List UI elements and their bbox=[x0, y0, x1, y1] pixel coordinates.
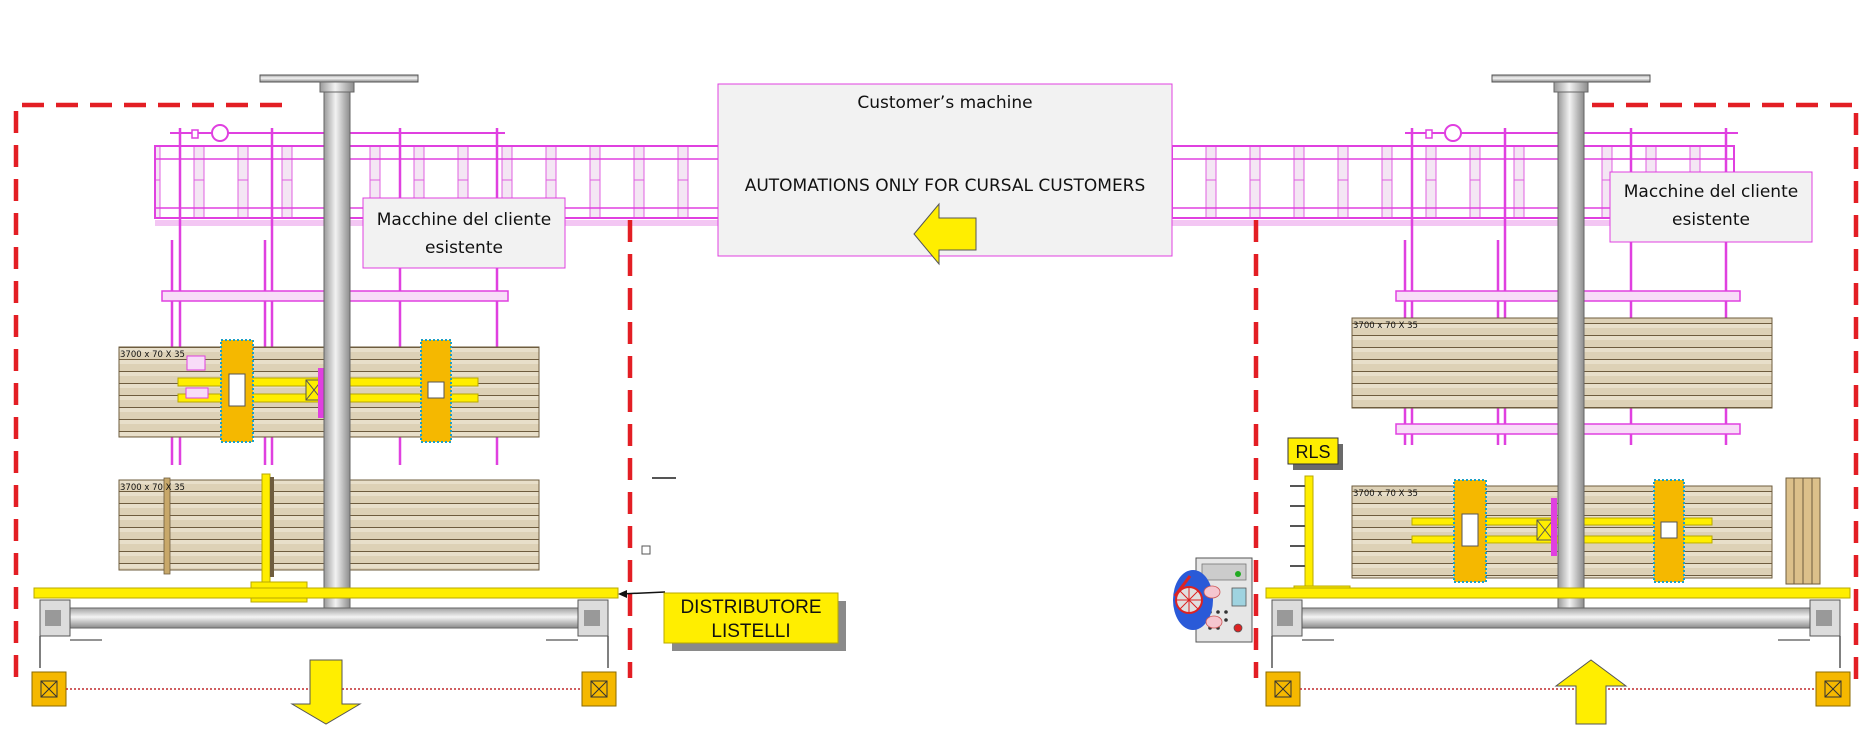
gripper-left bbox=[1453, 479, 1487, 583]
rls-label-box: RLS bbox=[1287, 437, 1343, 470]
right-yellow-rail bbox=[1265, 587, 1851, 599]
right-column bbox=[1557, 81, 1585, 609]
encoder-icon bbox=[211, 124, 229, 142]
gripper-right bbox=[420, 339, 452, 443]
left-column bbox=[323, 81, 351, 609]
left-machine bbox=[31, 74, 676, 725]
left-note-line1: Macchine del cliente bbox=[377, 210, 551, 230]
center-title: Customer’s machine bbox=[857, 93, 1032, 113]
rls-label: RLS bbox=[1295, 442, 1330, 462]
right-note-box: Macchine del cliente esistente bbox=[1609, 171, 1813, 243]
left-note-line2: esistente bbox=[425, 238, 503, 258]
distributor-line2: LISTELLI bbox=[711, 621, 790, 642]
left-safety-boundary bbox=[13, 102, 633, 688]
right-machine: RLS bbox=[1173, 74, 1851, 725]
encoder-icon bbox=[1444, 124, 1462, 142]
left-yellow-rail bbox=[33, 587, 619, 599]
customer-machine-box: Customer’s machine AUTOMATIONS ONLY FOR … bbox=[717, 83, 1173, 266]
gripper-left bbox=[220, 339, 254, 443]
distributor-callout: DISTRIBUTORE LISTELLI bbox=[618, 590, 846, 651]
left-stack1-dim: 3700 x 70 X 35 bbox=[120, 350, 185, 360]
arrow-up-icon bbox=[1554, 659, 1628, 725]
distributor-line1: DISTRIBUTORE bbox=[680, 597, 821, 618]
left-stack2-dim: 3700 x 70 X 35 bbox=[120, 483, 185, 493]
right-stack1-dim: 3700 x 70 X 35 bbox=[1353, 321, 1418, 331]
right-note-line2: esistente bbox=[1672, 210, 1750, 230]
anchor-block-icon bbox=[1815, 671, 1851, 707]
anchor-block-icon bbox=[31, 671, 67, 707]
gripper-right bbox=[1653, 479, 1685, 583]
right-safety-boundary bbox=[1253, 102, 1859, 688]
vertical-plank-bundle bbox=[1785, 477, 1821, 585]
anchor-block-icon bbox=[1265, 671, 1301, 707]
left-note-box: Macchine del cliente esistente bbox=[362, 197, 566, 269]
rls-loader bbox=[1290, 475, 1351, 597]
anchor-block-icon bbox=[581, 671, 617, 707]
center-subtitle: AUTOMATIONS ONLY FOR CURSAL CUSTOMERS bbox=[745, 176, 1146, 196]
right-stack2-dim: 3700 x 70 X 35 bbox=[1353, 489, 1418, 499]
control-panel-icon bbox=[1173, 557, 1253, 643]
arrow-left-icon bbox=[913, 202, 977, 266]
arrow-down-icon bbox=[290, 659, 362, 725]
right-note-line1: Macchine del cliente bbox=[1624, 182, 1798, 202]
